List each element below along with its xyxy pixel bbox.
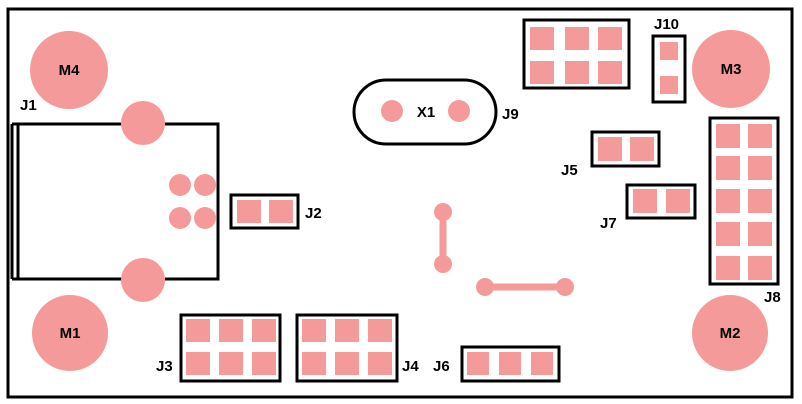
j4-label: J4 [402,358,419,375]
connector-j8[interactable]: J8 [708,116,781,306]
connector-j1[interactable]: J1 [10,97,220,302]
connector-j7[interactable]: J7 [600,183,697,232]
m1-label: M1 [60,325,81,342]
board-outline [6,7,794,399]
j9-label: J9 [502,106,519,123]
m4-label: M4 [59,62,80,79]
j2-label: J2 [305,205,322,222]
connector-j2[interactable]: J2 [229,193,322,230]
connector-block-top[interactable] [522,18,631,90]
j5-label: J5 [561,162,578,179]
j10-label: J10 [654,16,679,33]
x1-label: X1 [417,104,435,121]
connector-j3[interactable]: J3 [156,313,282,383]
connector-j4[interactable]: J4 [295,313,419,383]
j7-label: J7 [600,215,617,232]
mounting-hole-m2[interactable]: M2 [692,295,768,371]
j1-label: J1 [20,97,37,114]
connector-j10[interactable]: J10 [651,16,687,104]
trace-vertical[interactable] [434,203,452,273]
j3-label: J3 [156,358,173,375]
mounting-hole-m1[interactable]: M1 [32,295,108,371]
mounting-hole-m4[interactable]: M4 [30,31,108,109]
m3-label: M3 [721,61,742,78]
connector-j5[interactable]: J5 [561,130,661,179]
mounting-hole-m3[interactable]: M3 [692,30,770,108]
j8-label: J8 [764,289,781,306]
m2-label: M2 [720,325,741,342]
j6-label: J6 [433,358,450,375]
connector-j6[interactable]: J6 [433,345,561,383]
trace-horizontal[interactable] [476,278,574,296]
crystal-x1[interactable]: X1 J9 [352,78,519,146]
